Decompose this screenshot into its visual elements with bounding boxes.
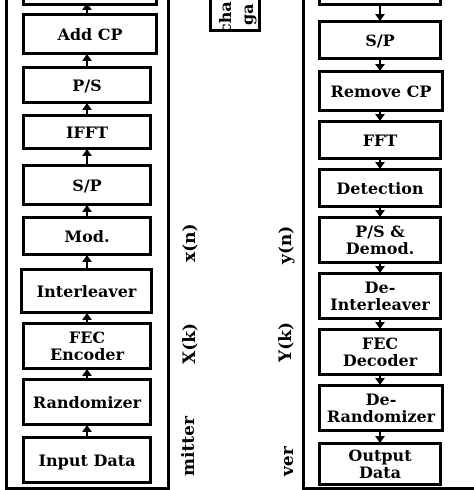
tx-arrow-8 [82, 369, 92, 378]
rx-detection: Detection [318, 168, 442, 208]
tx-ifft: IFFT [22, 114, 152, 150]
rx-arrow-8 [375, 376, 385, 385]
rx-arrow-6 [375, 264, 385, 273]
rx-arrow-1 [375, 6, 385, 21]
tx-ps: P/S [22, 66, 152, 104]
rx-arrow-5 [375, 208, 385, 217]
rx-signal-yk: Y(k) [276, 321, 296, 362]
channel-label-line1: cha [216, 1, 235, 32]
rx-signal-yn: y(n) [276, 225, 296, 264]
rx-fec-decoder: FEC Decoder [318, 328, 442, 376]
tx-arrow-7 [82, 313, 92, 322]
tx-fec-encoder: FEC Encoder [22, 322, 152, 370]
tx-randomizer: Randomizer [22, 378, 152, 426]
rx-output-data: Output Data [318, 442, 442, 486]
rx-fft: FFT [318, 120, 442, 160]
rx-top-block [318, 0, 442, 6]
tx-arrow-1 [82, 3, 92, 14]
tx-side-label: mitter [179, 416, 199, 476]
tx-input-data: Input Data [22, 436, 152, 484]
tx-interleaver: Interleaver [20, 268, 153, 314]
tx-arrow-3 [82, 103, 92, 114]
tx-arrow-9 [82, 425, 92, 436]
tx-arrow-4 [82, 149, 92, 164]
tx-signal-xn: x(n) [180, 223, 200, 262]
tx-add-cp: Add CP [22, 13, 158, 55]
tx-signal-xk: X(k) [180, 322, 200, 364]
tx-arrow-6 [82, 255, 92, 268]
tx-arrow-5 [82, 205, 92, 216]
rx-arrow-3 [375, 112, 385, 121]
rx-de-randomizer: De- Randomizer [318, 384, 444, 432]
tx-mod: Mod. [22, 216, 152, 256]
rx-arrow-2 [375, 60, 385, 71]
rx-ps-demod: P/S & Demod. [318, 216, 442, 264]
rx-remove-cp: Remove CP [318, 70, 444, 112]
rx-arrow-9 [375, 432, 385, 443]
rx-sp: S/P [318, 20, 442, 60]
rx-de-interleaver: De- Interleaver [318, 272, 442, 320]
tx-arrow-2 [82, 54, 92, 66]
channel-label-line2: ga [238, 3, 257, 25]
channel-box: cha ga [209, 0, 261, 32]
tx-sp: S/P [22, 164, 152, 206]
rx-arrow-7 [375, 320, 385, 329]
rx-arrow-4 [375, 160, 385, 169]
rx-side-label: ver [278, 446, 298, 476]
